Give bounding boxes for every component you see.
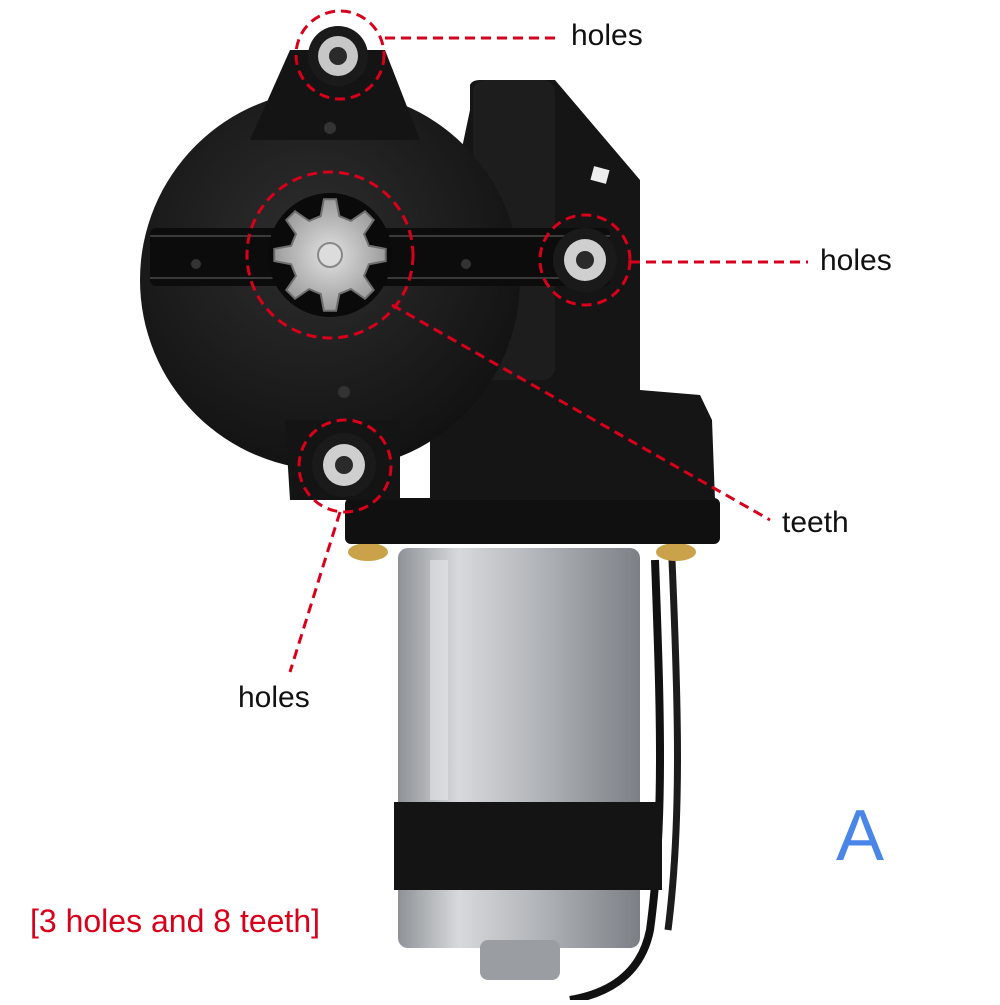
pinion-gear [268,193,392,317]
clip-slot [590,166,610,184]
screw-dot [191,259,201,269]
callout-circle-top [294,9,386,101]
hole-right [553,228,617,292]
callout-circle-bottom [297,418,393,514]
leader-bottom [288,511,342,673]
hole-top [308,26,368,86]
top-lug [250,50,420,140]
screw-dot [338,386,350,398]
screw-dot [324,122,336,134]
terminal [656,543,696,561]
label-holes-bottom: holes [238,681,310,714]
hole-bottom [312,433,376,497]
screw-dot [461,259,471,269]
wire [664,559,681,931]
label-teeth: teeth [782,506,849,539]
callout-circle-gear [245,170,415,340]
label-holes-top: holes [571,19,643,52]
motor-band [394,802,662,890]
motor-can-highlight [430,560,448,800]
flange [345,498,720,544]
callout-circle-right [538,213,632,307]
label-holes-right: holes [820,244,892,277]
terminal [348,543,388,561]
motor-end-cap [480,940,560,980]
leader-teeth [391,303,771,522]
caption: [3 holes and 8 teeth] [30,903,320,939]
variant-letter: A [836,796,885,876]
